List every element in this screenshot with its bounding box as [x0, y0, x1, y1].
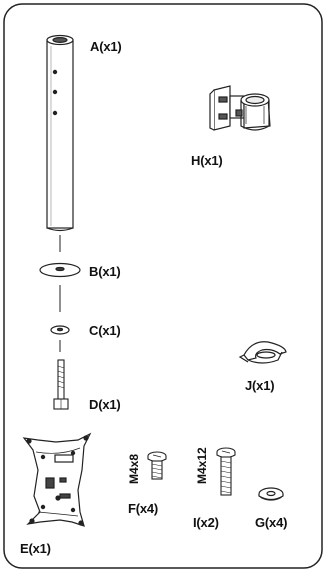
clamp-assembly-part-h	[209, 85, 271, 131]
part-label-a: A(x1)	[90, 39, 122, 54]
part-label-g: G(x4)	[255, 515, 288, 530]
pole-part-a	[46, 34, 74, 232]
part-label-d: D(x1)	[89, 397, 121, 412]
part-label-f: F(x4)	[128, 501, 159, 516]
cable-clip-part-j	[238, 341, 287, 364]
part-label-i: I(x2)	[193, 515, 219, 530]
spec-label-f: M4x8	[127, 453, 141, 484]
part-label-c: C(x1)	[89, 323, 121, 338]
washer-part-g	[258, 487, 284, 501]
spec-label-i: M4x12	[195, 447, 209, 484]
part-label-j: J(x1)	[245, 378, 275, 393]
frame-border	[3, 3, 323, 569]
washer-part-c	[50, 325, 70, 335]
screw-part-i	[216, 447, 236, 496]
vesa-plate-part-e	[22, 432, 92, 527]
bolt-part-d	[53, 359, 69, 410]
base-disc-part-b	[39, 262, 81, 278]
part-label-b: B(x1)	[89, 264, 121, 279]
part-label-h: H(x1)	[191, 153, 223, 168]
part-label-e: E(x1)	[20, 541, 51, 556]
screw-part-f	[147, 451, 167, 480]
